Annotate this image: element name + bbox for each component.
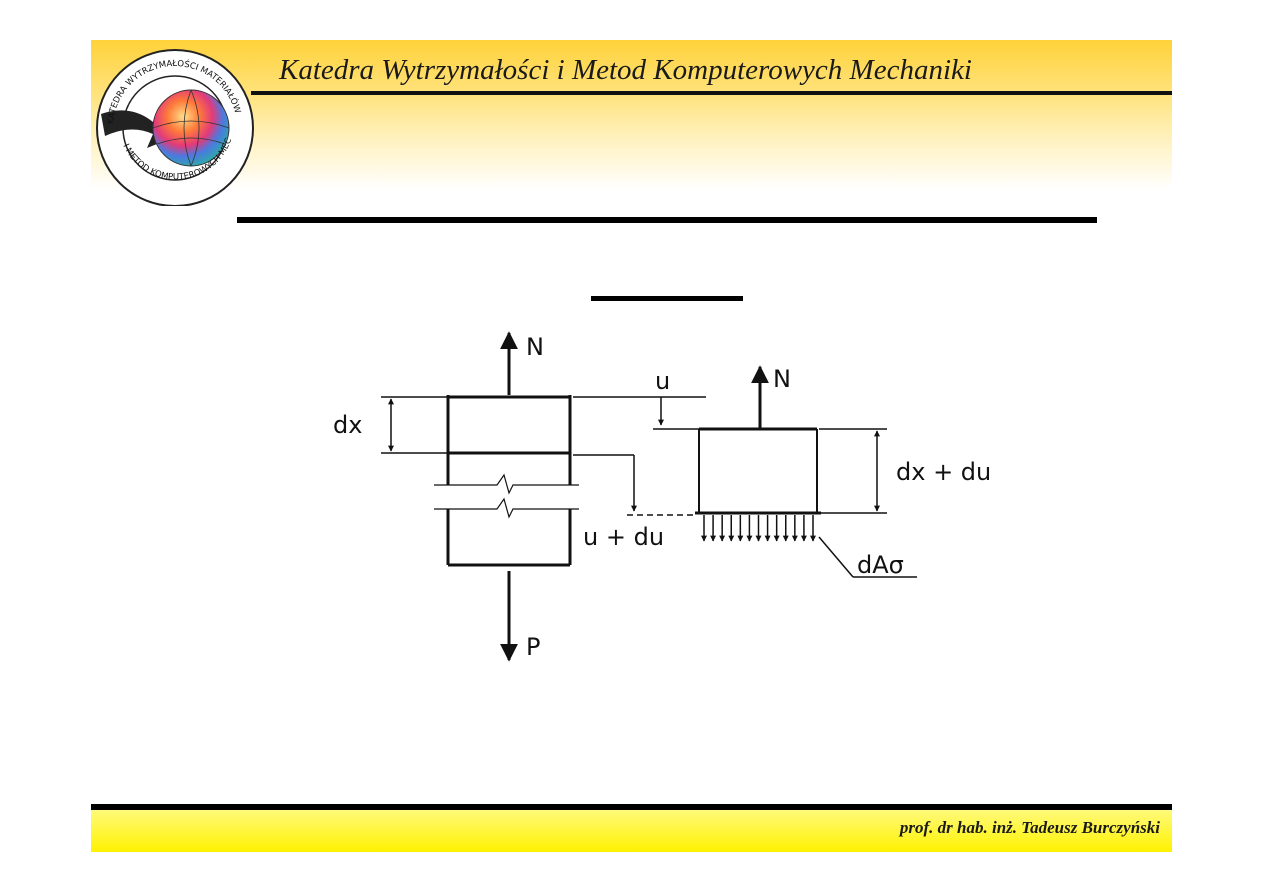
department-logo: KATEDRA WYTRZYMAŁOŚCI MATERIAŁÓW I METOD… xyxy=(91,44,254,206)
label-n-left: N xyxy=(526,333,544,361)
footer-author: prof. dr hab. inż. Tadeusz Burczyński xyxy=(899,818,1160,837)
label-dx-plus-du: dx + du xyxy=(896,458,991,486)
dx-dimension xyxy=(381,396,448,454)
dx-plus-du-dimension xyxy=(819,428,887,514)
label-n-right: N xyxy=(773,365,791,393)
title-rule xyxy=(237,217,1097,223)
label-p-bottom: P xyxy=(526,633,540,661)
left-bar xyxy=(446,395,572,567)
footer-band xyxy=(91,810,1172,852)
u-dimension xyxy=(573,396,706,430)
da-sigma-leader xyxy=(818,536,854,578)
stress-arrows xyxy=(701,515,816,542)
break-lines xyxy=(434,473,579,519)
label-u: u xyxy=(655,367,670,395)
footer-rule xyxy=(91,804,1172,810)
subtitle-rule xyxy=(591,296,743,301)
right-element xyxy=(695,427,821,515)
header-band xyxy=(91,40,1172,190)
header-rule xyxy=(251,91,1172,95)
label-dx: dx xyxy=(333,411,362,439)
u-plus-du-dimension xyxy=(573,454,697,516)
label-da-sigma: dAσ xyxy=(857,551,904,579)
bar-element-diagram: N P dx u u + du xyxy=(333,331,991,662)
header-title: Katedra Wytrzymałości i Metod Komputerow… xyxy=(279,54,972,86)
slide: KATEDRA WYTRZYMAŁOŚCI MATERIAŁÓW I METOD… xyxy=(91,40,1172,852)
label-u-plus-du: u + du xyxy=(583,523,664,551)
